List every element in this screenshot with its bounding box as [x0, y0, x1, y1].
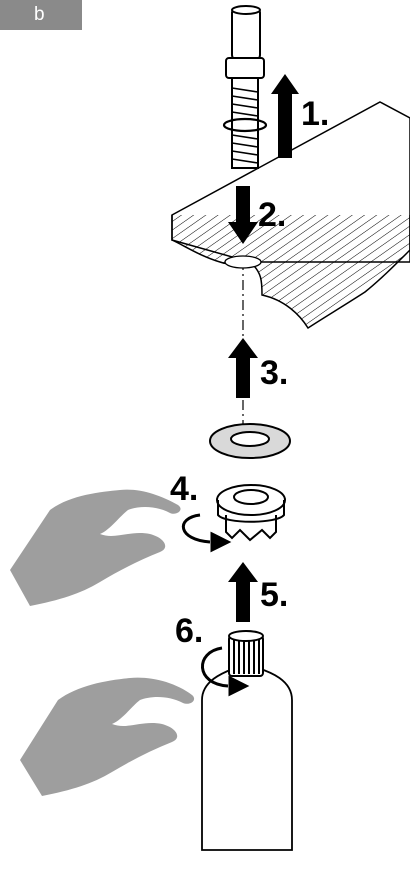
step-3-label: 3.	[260, 354, 288, 392]
arrow-up-3-icon	[228, 338, 258, 398]
step-6-label: 6.	[175, 612, 203, 650]
step-1-label: 1.	[301, 95, 329, 133]
panel-label-badge: b	[0, 0, 82, 30]
pump-head	[222, 5, 268, 169]
arrow-down-2-icon	[228, 186, 258, 244]
washer	[209, 423, 291, 459]
lower-hand	[20, 677, 195, 796]
step-2-label: 2.	[258, 196, 286, 234]
rotate-arrow-6-icon	[201, 646, 250, 697]
rotate-arrow-4-icon	[181, 513, 232, 553]
mounting-nut	[216, 484, 286, 542]
arrow-up-5-icon	[228, 562, 258, 622]
arrow-up-1-icon	[271, 74, 299, 158]
step-5-label: 5.	[260, 576, 288, 614]
panel-label: b	[34, 4, 45, 25]
soap-bottle	[201, 630, 293, 851]
step-4-label: 4.	[170, 470, 198, 508]
upper-hand	[10, 489, 181, 606]
